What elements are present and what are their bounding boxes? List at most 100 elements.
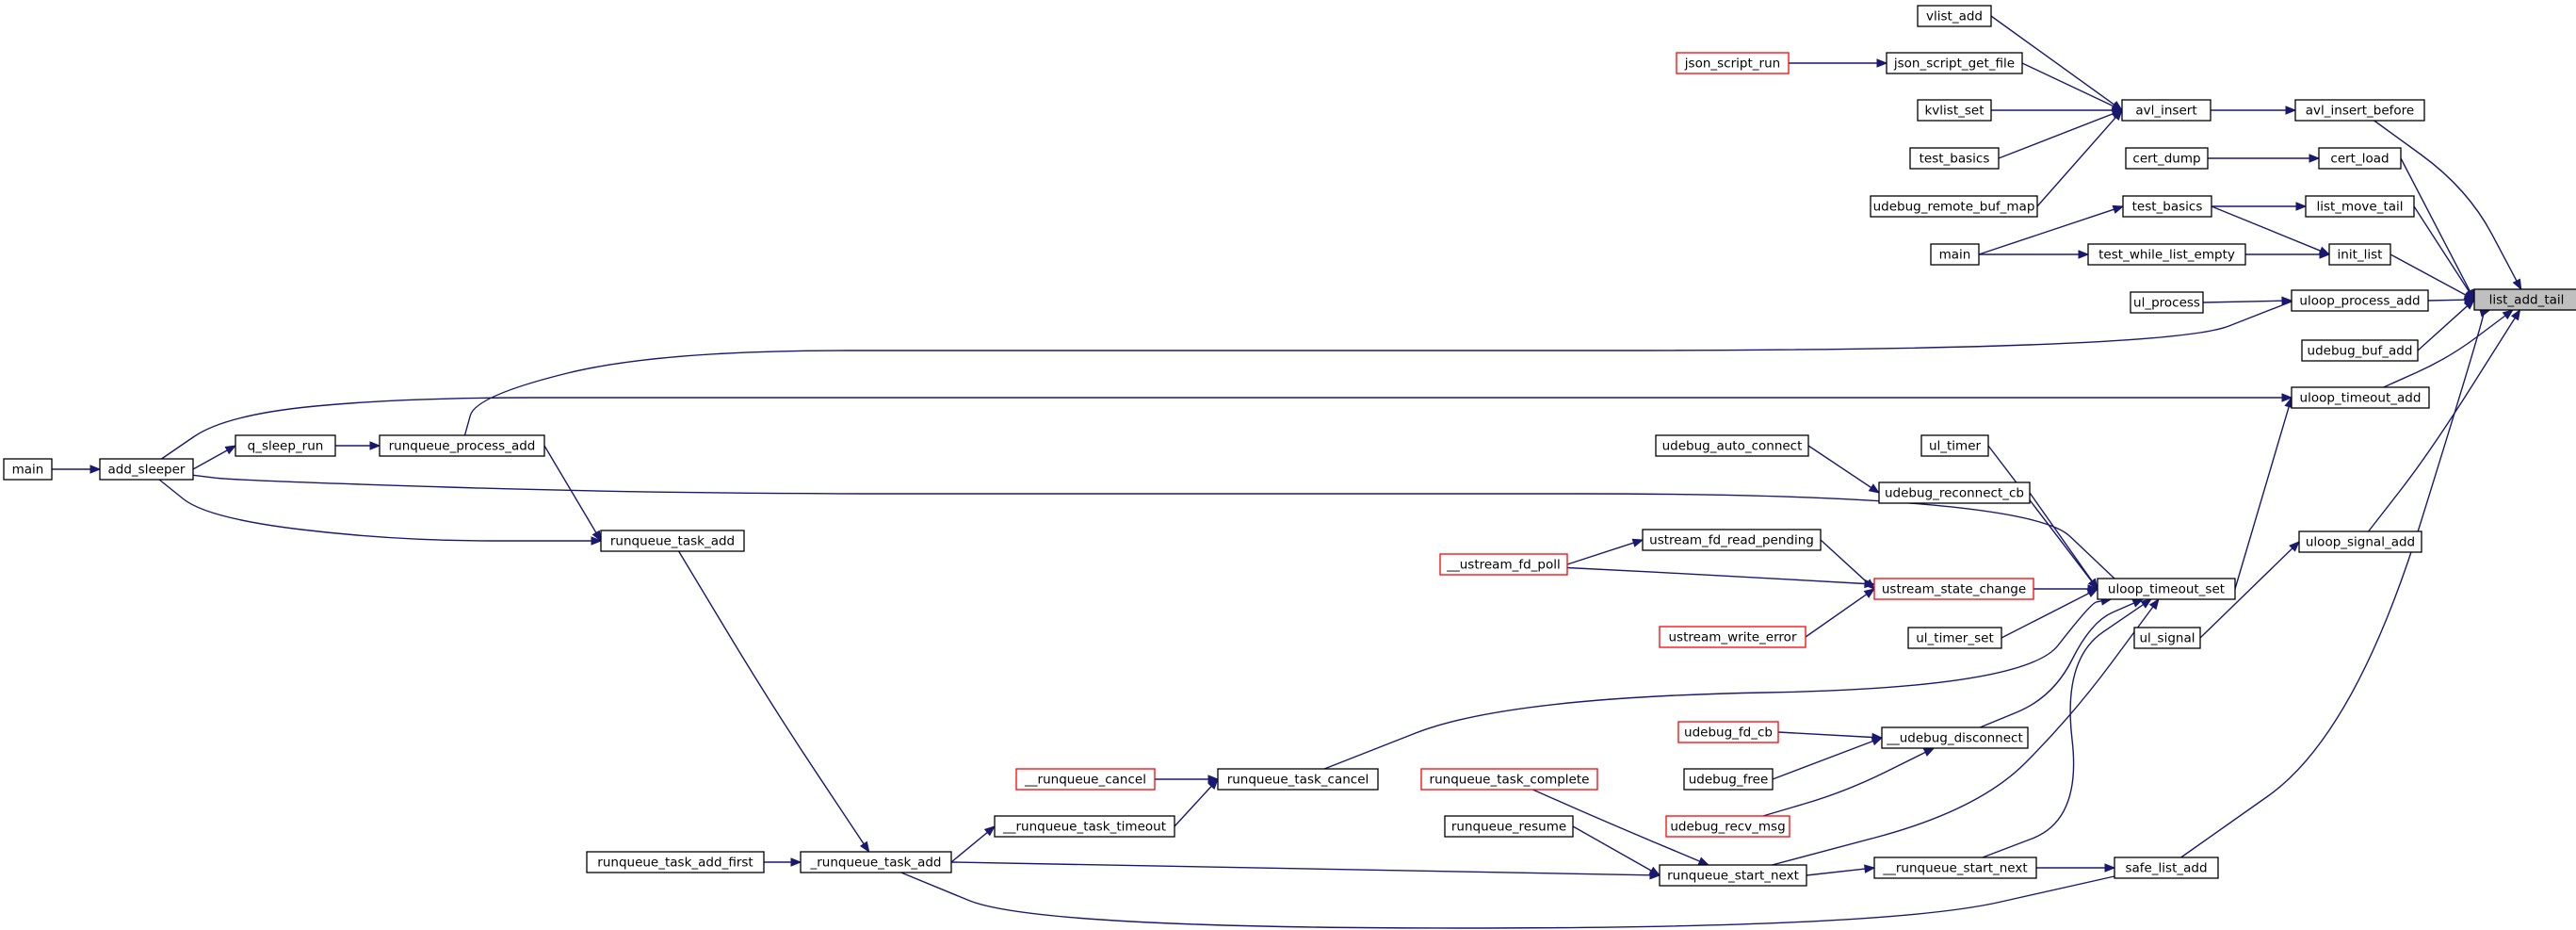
node-runqueue-task-cancel[interactable]: runqueue_task_cancel (1217, 768, 1379, 791)
node-main-top[interactable]: main (1930, 243, 1980, 266)
node-box[interactable] (1873, 857, 2037, 879)
node-udebug-free[interactable]: udebug_free (1683, 768, 1774, 791)
node-box[interactable] (2301, 339, 2419, 362)
node-box[interactable] (800, 851, 952, 873)
node-ustream-fd-read-pending[interactable]: ustream_fd_read_pending (1642, 529, 1822, 551)
node-runqueue-task-complete[interactable]: runqueue_task_complete (1420, 768, 1598, 791)
node-box[interactable] (1930, 243, 1980, 266)
node-box[interactable] (1444, 815, 1574, 838)
node-box[interactable] (1642, 529, 1822, 551)
node-runqueue-process-add[interactable]: runqueue_process_add (379, 434, 545, 457)
node-box[interactable] (1659, 626, 1806, 648)
node-box[interactable] (2114, 857, 2219, 879)
node-box[interactable] (1920, 434, 1989, 457)
node-udebug-reconnect-cb[interactable]: udebug_reconnect_cb (1878, 481, 2031, 504)
node-box[interactable] (1917, 99, 1992, 122)
node-box[interactable] (2125, 147, 2209, 170)
node-udebug-buf-add[interactable]: udebug_buf_add (2301, 339, 2419, 362)
node-udebug-fd-cb[interactable]: udebug_fd_cb (1677, 721, 1779, 743)
node-udebug-remote-buf-map[interactable]: udebug_remote_buf_map (1870, 195, 2038, 218)
node-box[interactable] (1439, 553, 1568, 576)
node-box[interactable] (379, 434, 545, 457)
node-box[interactable] (2305, 195, 2415, 218)
node-json-script-run[interactable]: json_script_run (1676, 52, 1790, 74)
node-box[interactable] (1659, 864, 1807, 887)
node-test-while-list-empty[interactable]: test_while_list_empty (2087, 243, 2246, 266)
node-ul-signal[interactable]: ul_signal (2133, 627, 2201, 649)
node-box[interactable] (1676, 52, 1790, 74)
node-ul-timer-set[interactable]: ul_timer_set (1907, 627, 2002, 649)
node-kvlist-set[interactable]: kvlist_set (1917, 99, 1992, 122)
node-box[interactable] (586, 851, 765, 873)
node-box[interactable] (1881, 726, 2029, 749)
node-box[interactable] (2087, 243, 2246, 266)
node-q-sleep-run[interactable]: q_sleep_run (235, 434, 336, 457)
node-box[interactable] (1909, 147, 2000, 170)
node-box[interactable] (1870, 195, 2038, 218)
node-uloop-timeout-set[interactable]: uloop_timeout_set (2097, 578, 2236, 600)
node-box[interactable] (1665, 815, 1790, 838)
node-box[interactable] (1015, 768, 1156, 791)
node-box[interactable] (600, 530, 745, 552)
node-udebug-auto-connect[interactable]: udebug_auto_connect (1655, 434, 1809, 457)
node-box[interactable] (1886, 52, 2023, 74)
node-box[interactable] (2328, 243, 2391, 266)
node-ustream-write-error[interactable]: ustream_write_error (1659, 626, 1806, 648)
node-box[interactable] (2291, 289, 2429, 312)
node-box[interactable] (2097, 578, 2236, 600)
node-runqueue-cancel[interactable]: __runqueue_cancel (1015, 768, 1156, 791)
node-box[interactable] (2318, 147, 2402, 170)
node-vlist-add[interactable]: vlist_add (1917, 5, 1992, 27)
node-avl-insert[interactable]: avl_insert (2121, 99, 2211, 122)
node-box[interactable] (2291, 386, 2430, 409)
node-box[interactable] (1677, 721, 1779, 743)
node-box[interactable] (1683, 768, 1774, 791)
node-box[interactable] (2294, 99, 2425, 122)
node-box[interactable] (1917, 5, 1992, 27)
node-cert-dump[interactable]: cert_dump (2125, 147, 2209, 170)
node-box[interactable] (994, 815, 1175, 838)
node-box[interactable] (2122, 195, 2212, 218)
node-udebug-recv-msg[interactable]: udebug_recv_msg (1665, 815, 1790, 838)
node-uloop-signal-add[interactable]: uloop_signal_add (2298, 530, 2422, 553)
node-ul-process[interactable]: ul_process (2130, 291, 2204, 314)
node-box[interactable] (1420, 768, 1598, 791)
node-box[interactable] (2133, 627, 2201, 649)
node-box[interactable] (99, 458, 194, 481)
node-uloop-timeout-add[interactable]: uloop_timeout_add (2291, 386, 2430, 409)
node-box[interactable] (1655, 434, 1809, 457)
node-box[interactable] (1873, 578, 2034, 600)
node-box[interactable] (2473, 288, 2576, 311)
node-box[interactable] (2121, 99, 2211, 122)
node-box[interactable] (2298, 530, 2422, 553)
node-runqueue-task-add-first[interactable]: runqueue_task_add_first (586, 851, 765, 873)
node-runqueue-task-add-int[interactable]: _runqueue_task_add (800, 851, 952, 873)
node-main-left[interactable]: main (3, 458, 53, 481)
node-test-basics-b[interactable]: test_basics (1909, 147, 2000, 170)
node-runqueue-start-next-int[interactable]: __runqueue_start_next (1873, 857, 2037, 879)
node-runqueue-task-add[interactable]: runqueue_task_add (600, 530, 745, 552)
node-box[interactable] (1217, 768, 1379, 791)
node-udebug-disconnect[interactable]: __udebug_disconnect (1881, 726, 2029, 749)
node-safe-list-add[interactable]: safe_list_add (2114, 857, 2219, 879)
node-ustream-state-change[interactable]: ustream_state_change (1873, 578, 2034, 600)
node-list-move-tail[interactable]: list_move_tail (2305, 195, 2415, 218)
node-json-script-get-file[interactable]: json_script_get_file (1886, 52, 2023, 74)
node-runqueue-start-next[interactable]: runqueue_start_next (1659, 864, 1807, 887)
node-runqueue-task-timeout[interactable]: __runqueue_task_timeout (994, 815, 1175, 838)
node-box[interactable] (1907, 627, 2002, 649)
node-box[interactable] (2130, 291, 2204, 314)
node-cert-load[interactable]: cert_load (2318, 147, 2402, 170)
node-box[interactable] (235, 434, 336, 457)
node-test-basics-a[interactable]: test_basics (2122, 195, 2212, 218)
node-ul-timer[interactable]: ul_timer (1920, 434, 1989, 457)
node-ustream-fd-poll[interactable]: __ustream_fd_poll (1439, 553, 1568, 576)
node-box[interactable] (3, 458, 53, 481)
node-list-add-tail[interactable]: list_add_tail (2473, 288, 2576, 311)
node-avl-insert-before[interactable]: avl_insert_before (2294, 99, 2425, 122)
node-init-list[interactable]: init_list (2328, 243, 2391, 266)
node-add-sleeper[interactable]: add_sleeper (99, 458, 194, 481)
node-uloop-process-add[interactable]: uloop_process_add (2291, 289, 2429, 312)
node-box[interactable] (1878, 481, 2031, 504)
node-runqueue-resume[interactable]: runqueue_resume (1444, 815, 1574, 838)
